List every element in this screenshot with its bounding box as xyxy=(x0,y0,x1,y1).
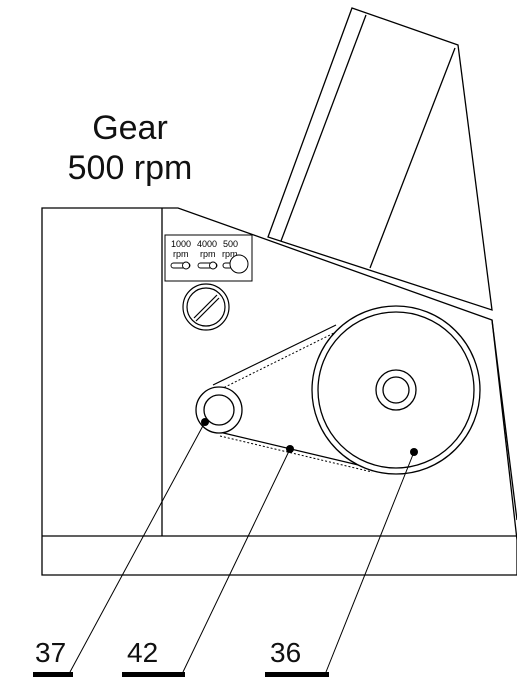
callout-underline-37 xyxy=(33,672,73,677)
speed-option-4000-unit: rpm xyxy=(200,249,216,259)
leader-37 xyxy=(69,421,206,673)
speed-slot-4000 xyxy=(197,261,218,270)
title-line-1: Gear xyxy=(92,109,168,147)
callout-dot-36 xyxy=(410,448,418,456)
callout-dots xyxy=(201,418,418,456)
speed-option-500-value: 500 xyxy=(223,239,238,249)
title-line-2: 500 rpm xyxy=(67,149,193,187)
callout-leaders xyxy=(69,421,415,673)
machine-housing xyxy=(41,207,517,576)
callout-number-42: 42 xyxy=(127,637,159,668)
callout-underline-42 xyxy=(122,672,185,677)
callout-number-37: 37 xyxy=(35,637,67,668)
leader-36 xyxy=(325,451,415,673)
speed-option-500-unit: rpm xyxy=(222,249,238,259)
callout-number-36: 36 xyxy=(270,637,302,668)
speed-slot-1000 xyxy=(170,261,191,270)
speed-option-4000-value: 4000 xyxy=(197,239,217,249)
callout-dot-42 xyxy=(286,445,294,453)
large-pulley xyxy=(311,305,481,475)
leader-42 xyxy=(182,448,291,673)
speed-option-1000-unit: rpm xyxy=(173,249,189,259)
rotary-knob[interactable] xyxy=(182,283,230,331)
callout-dot-37 xyxy=(201,418,209,426)
speed-selector-panel: 1000 rpm 4000 rpm 500 rpm xyxy=(164,234,253,282)
speed-option-1000-value: 1000 xyxy=(171,239,191,249)
callout-underline-36 xyxy=(265,672,329,677)
speed-lever-knob[interactable] xyxy=(222,254,249,274)
hopper-column xyxy=(267,7,493,311)
